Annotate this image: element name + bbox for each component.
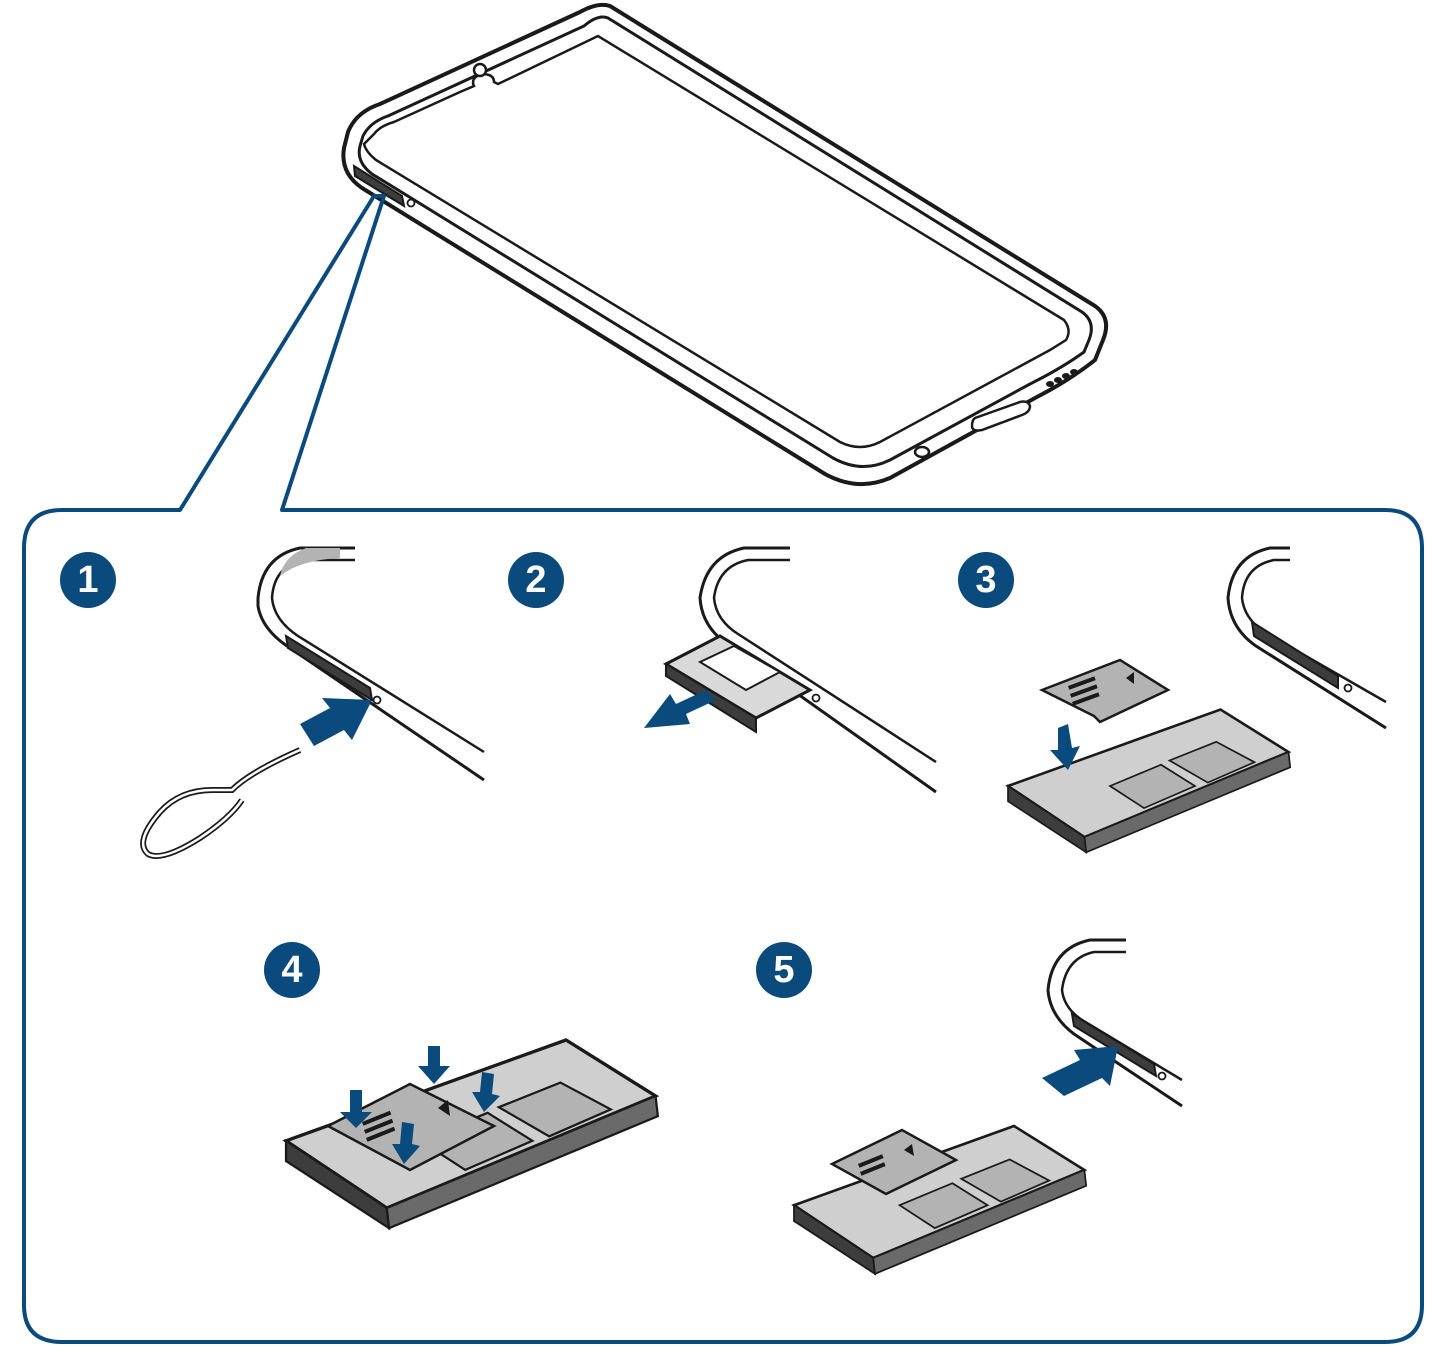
step-number: 1 (77, 558, 99, 601)
step-5-badge: 5 (756, 942, 812, 998)
press-down-arrow-icon (340, 1046, 500, 1164)
step-2-badge: 2 (508, 552, 564, 608)
step-1-badge: 1 (60, 552, 116, 608)
callout-panel (22, 194, 1424, 1344)
pull-out-arrow-icon (644, 690, 716, 728)
push-in-arrow-icon (1042, 1046, 1118, 1096)
phone-illustration (341, 2, 1109, 487)
step-4-illustration (284, 1038, 660, 1230)
step-number: 5 (773, 948, 795, 991)
insert-arrow-icon (300, 698, 372, 746)
step-number: 4 (281, 948, 303, 991)
step-3-badge: 3 (958, 552, 1014, 608)
step-3-illustration (1006, 546, 1387, 854)
down-arrow-icon (1050, 724, 1080, 770)
step-number: 2 (525, 558, 547, 601)
step-4-badge: 4 (264, 942, 320, 998)
sim-tray-icon (829, 1128, 959, 1196)
step-1-illustration (140, 546, 485, 859)
memory-card-icon (1038, 658, 1171, 724)
step-2-illustration (644, 546, 937, 794)
step-5-illustration (792, 938, 1183, 1276)
step-number: 3 (975, 558, 997, 601)
